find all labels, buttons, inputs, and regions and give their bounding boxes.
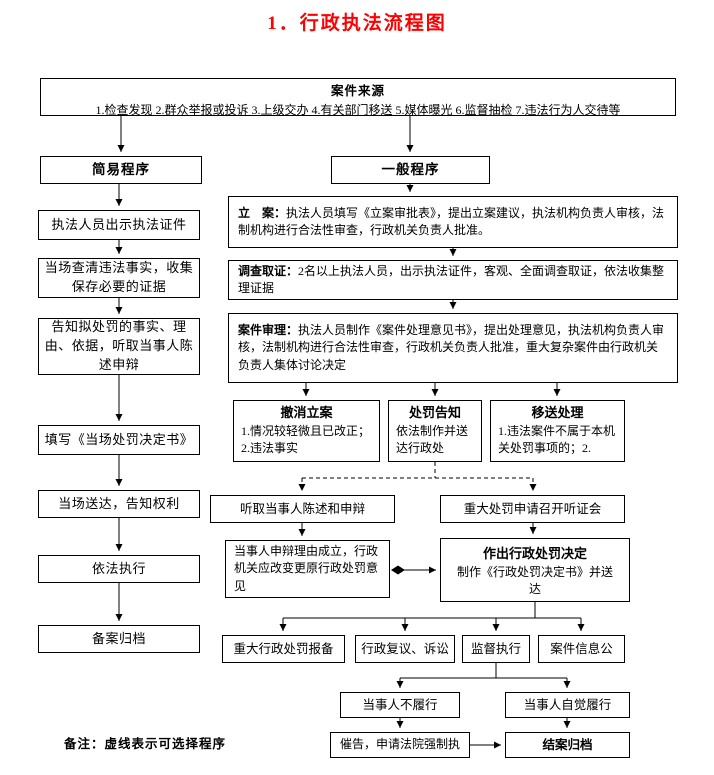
case-review-text: 执法人员制作《案件处理意见书》，提出处理意见，执法机构负责人审核，法制机构进行合… [238,322,665,372]
diamond-connector-icon [391,565,405,575]
node-step-enforce: 依法执行 [38,555,200,583]
node-party-not-perform: 当事人不履行 [340,692,460,718]
case-review-label: 案件审理： [238,322,299,337]
filing-text: 执法人员填写《立案审批表》，提出立案建议，执法机构负责人审核，法制机构进行合法性… [238,205,665,237]
node-step-archive: 备案归档 [38,625,200,653]
node-step-serve-on-spot: 当场送达，告知权利 [38,490,200,518]
legend-note: 备注：虚线表示可选择程序 [64,737,227,751]
optional-dashed-connectors [298,462,537,491]
case-source-title: 案件来源 [330,84,385,98]
node-transfer-case: 移送处理 1.违法案件不属于本机关处罚事项的；2. [490,400,625,462]
revoke-title: 撤消立案 [280,405,333,420]
node-case-source: 案件来源 1.检查发现 2.群众举报或投诉 3.上级交办 4.有关部门移送 5.… [40,78,676,117]
node-supervise-execution: 监督执行 [462,635,530,663]
node-filing: 立 案：执法人员填写《立案审批表》，提出立案建议，执法机构负责人审核，法制机构进… [228,196,678,248]
node-simple-procedure: 简易程序 [40,156,202,184]
node-general-procedure: 一般程序 [331,156,490,184]
penalty-decision-text: 制作《行政处罚决定书》并送达 [456,565,613,596]
node-case-review: 案件审理：执法人员制作《案件处理意见书》，提出处理意见，执法机构负责人审核，法制… [228,313,678,383]
penalty-decision-title: 作出行政处罚决定 [482,546,587,561]
transfer-title: 移送处理 [531,405,584,420]
node-penalty-decision: 作出行政处罚决定 制作《行政处罚决定书》并送达 [440,538,630,602]
investigation-text: 2名以上执法人员，出示执法证件，客观、全面调查取证，依法收集整理证据 [238,263,665,295]
node-party-self-perform: 当事人自觉履行 [505,692,630,718]
node-step-show-credentials: 执法人员出示执法证件 [38,210,200,240]
node-hear-statement: 听取当事人陈述和申辩 [210,495,395,523]
node-defense-valid: 当事人申辩理由成立，行政机关应改变更原行政处罚意见 [225,540,390,598]
filing-label: 立 案： [238,205,287,220]
defense-valid-text: 当事人申辩理由成立，行政机关应改变更原行政处罚意见 [234,543,379,593]
node-penalty-notice: 处罚告知 依法制作并送达行政处 [388,400,482,462]
investigation-label: 调查取证： [238,263,299,278]
node-reconsideration-litigation: 行政复议、诉讼 [355,635,455,663]
node-step-verify-facts: 当场查清违法事实，收集保存必要的证据 [38,258,200,298]
penalty-notice-title: 处罚告知 [408,405,461,420]
revoke-text: 1.情况较轻微且已改正；2.违法事实 [241,424,371,455]
node-step-inform-party: 告知拟处罚的事实、理由、依据，听取当事人陈述申辩 [38,318,200,375]
node-major-penalty-report: 重大行政处罚报备 [222,635,345,663]
node-case-info-disclosure: 案件信息公 [538,635,625,663]
case-source-items: 1.检查发现 2.群众举报或投诉 3.上级交办 4.有关部门移送 5.媒体曝光 … [95,102,621,117]
node-step-fill-decision: 填写《当场处罚决定书》 [38,425,200,455]
node-urge-court-enforce: 催告，申请法院强制执 [330,732,470,758]
node-revoke-filing: 撤消立案 1.情况较轻微且已改正；2.违法事实 [233,400,380,462]
node-investigation: 调查取证：2名以上执法人员，出示执法证件，客观、全面调查取证，依法收集整理证据 [228,260,678,300]
page-title: 1．行政执法流程图 [267,13,447,34]
penalty-notice-text: 依法制作并送达行政处 [396,424,469,455]
node-close-archive: 结案归档 [505,732,630,758]
transfer-text: 1.违法案件不属于本机关处罚事项的；2. [498,424,616,455]
node-major-hearing: 重大处罚申请召开听证会 [440,495,625,523]
